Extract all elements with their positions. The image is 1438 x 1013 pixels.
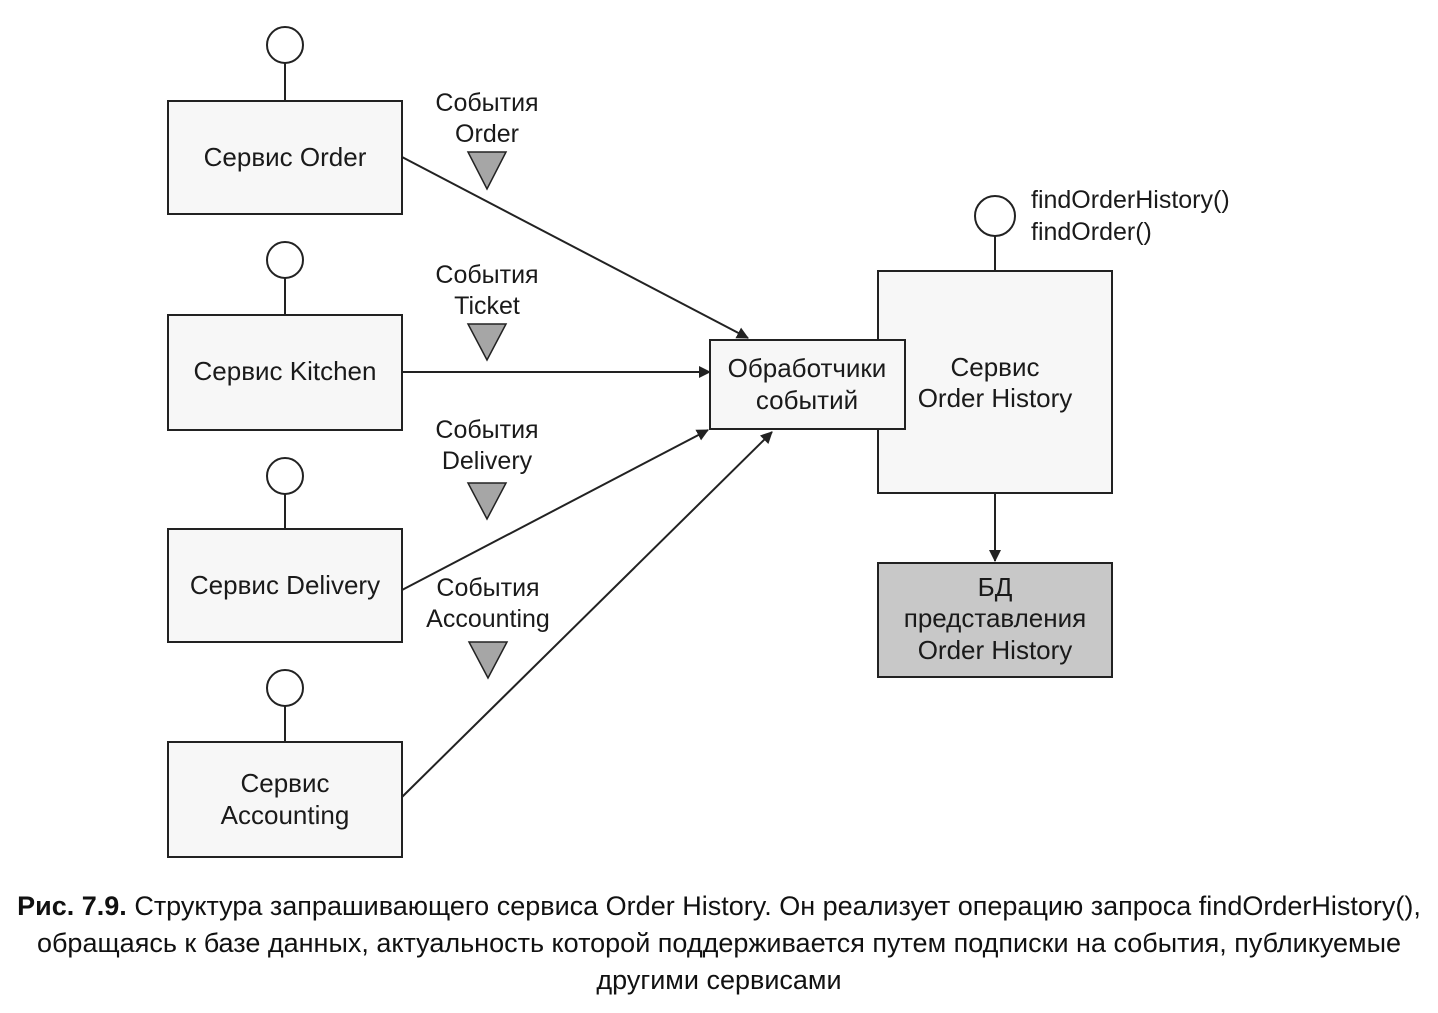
event-handlers-label-line1: Обработчики [728, 353, 887, 383]
delivery-interface-icon [266, 457, 304, 495]
delivery-to-handlers-arrow [401, 429, 709, 591]
order-interface-icon [266, 26, 304, 64]
order-history-diagram: Сервис Order Сервис Kitchen Сервис Deliv… [167, 26, 1230, 858]
kitchen-interface-icon [266, 241, 304, 279]
ticket-events-label-line2: Ticket [454, 292, 520, 320]
order-history-label-line1: Сервис [950, 352, 1039, 382]
service-accounting: Сервис Accounting [167, 669, 403, 858]
api-op-find-order-history: findOrderHistory() [1031, 186, 1230, 214]
order-events-label-line1: События [435, 89, 538, 117]
event-handlers-label-line2: событий [756, 385, 858, 415]
service-delivery: Сервис Delivery [167, 457, 403, 643]
order-to-handlers-arrow [401, 156, 749, 339]
delivery-events-label-line1: События [435, 416, 538, 444]
figure-caption-label: Рис. 7.9. [17, 891, 127, 921]
service-order: Сервис Order [167, 26, 403, 215]
figure-caption: Рис. 7.9. Структура запрашивающего серви… [0, 888, 1438, 999]
accounting-to-handlers-arrow [401, 431, 773, 798]
db-label-line3: Order History [918, 635, 1073, 665]
order-events: События Order [435, 89, 539, 191]
ticket-events-label-line1: События [435, 261, 538, 289]
ticket-events-triangle-icon [466, 323, 508, 362]
order-history-service: Сервис Order History [877, 195, 1113, 494]
accounting-events-label-line2: Accounting [426, 605, 550, 633]
api-op-find-order: findOrder() [1031, 218, 1152, 246]
accounting-interface-icon [266, 669, 304, 707]
service-kitchen-label: Сервис Kitchen [194, 356, 377, 386]
accounting-events-label-line1: События [436, 574, 539, 602]
service-kitchen: Сервис Kitchen [167, 241, 403, 431]
ticket-events: События Ticket [435, 261, 539, 362]
delivery-events: События Delivery [435, 416, 539, 521]
order-history-label-line2: Order History [918, 383, 1073, 413]
db-label-line1: БД [978, 572, 1013, 602]
delivery-events-triangle-icon [466, 482, 508, 521]
service-order-label: Сервис Order [204, 142, 367, 172]
figure-caption-text: Структура запрашивающего сервиса Order H… [36, 891, 1421, 995]
service-accounting-label-line1: Сервис [240, 768, 329, 798]
service-delivery-label: Сервис Delivery [190, 570, 380, 600]
order-events-triangle-icon [466, 151, 508, 191]
event-handlers: Обработчики событий [709, 339, 906, 430]
order-history-view-db: БД представления Order History [877, 562, 1113, 678]
accounting-events-triangle-icon [467, 641, 509, 680]
order-history-interface-icon [974, 195, 1016, 237]
db-label-line2: представления [904, 603, 1086, 633]
accounting-events: События Accounting [426, 574, 550, 680]
service-accounting-label-line2: Accounting [221, 800, 350, 830]
delivery-events-label-line2: Delivery [442, 447, 533, 475]
order-events-label-line2: Order [455, 120, 519, 148]
